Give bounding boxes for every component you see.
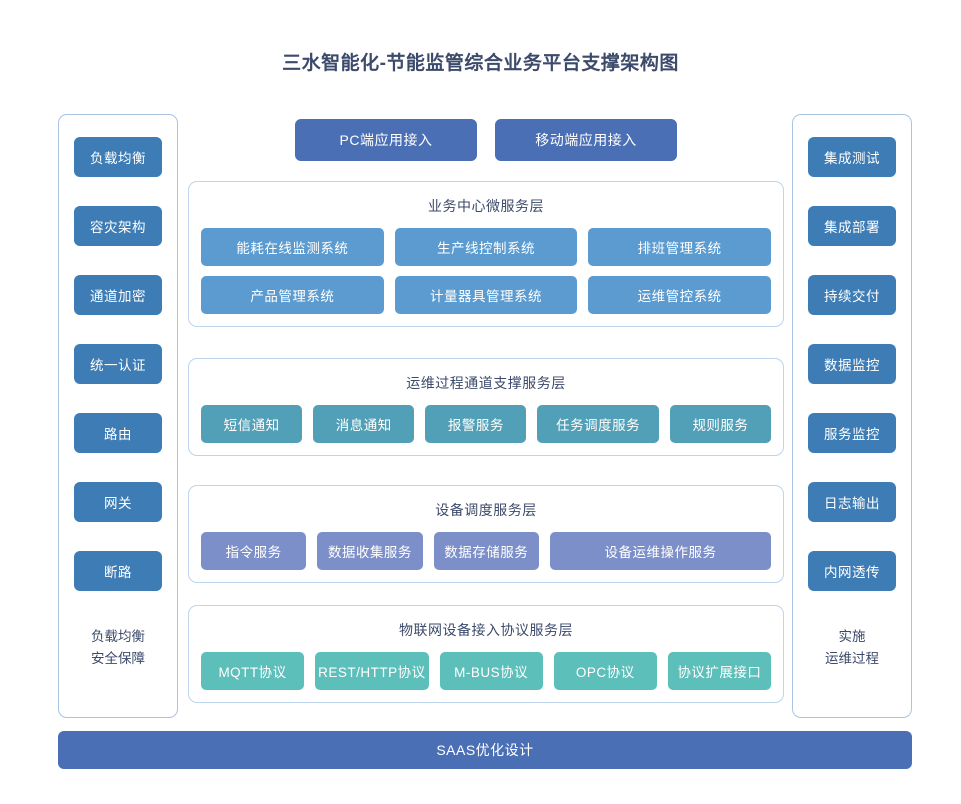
sidebar-item-service-monitoring[interactable]: 服务监控 xyxy=(808,413,896,453)
saas-optimization-bar[interactable]: SAAS优化设计 xyxy=(58,731,912,769)
page-title: 三水智能化-节能监管综合业务平台支撑架构图 xyxy=(282,53,679,74)
protocol-rest-http[interactable]: REST/HTTP协议 xyxy=(315,652,429,690)
sidebar-item-intranet-tunnel[interactable]: 内网透传 xyxy=(808,551,896,591)
sidebar-item-unified-auth[interactable]: 统一认证 xyxy=(74,344,162,384)
device-layer-row-1: 指令服务 数据收集服务 数据存储服务 设备运维操作服务 xyxy=(201,532,772,570)
iot-protocol-layer: 物联网设备接入协议服务层 MQTT协议 REST/HTTP协议 M-BUS协议 … xyxy=(188,605,784,703)
right-sidebar-footer-line1: 实施 xyxy=(838,629,866,644)
right-sidebar-panel: 集成测试 集成部署 持续交付 数据监控 服务监控 日志输出 内网透传 实施 运维… xyxy=(792,114,912,718)
right-sidebar-footer: 实施 运维过程 xyxy=(825,626,879,670)
left-sidebar-footer-line1: 负载均衡 xyxy=(91,629,145,644)
service-command[interactable]: 指令服务 xyxy=(201,532,307,570)
sidebar-item-circuit-breaker[interactable]: 断路 xyxy=(74,551,162,591)
left-sidebar-footer-line2: 安全保障 xyxy=(91,651,145,666)
access-button-row: PC端应用接入 移动端应用接入 xyxy=(188,119,784,161)
sidebar-item-log-output[interactable]: 日志输出 xyxy=(808,482,896,522)
service-rules[interactable]: 规则服务 xyxy=(669,405,772,443)
service-data-collection[interactable]: 数据收集服务 xyxy=(317,532,423,570)
device-layer-title: 设备调度服务层 xyxy=(435,502,537,518)
business-layer-row-2: 产品管理系统 计量器具管理系统 运维管控系统 xyxy=(201,276,772,314)
left-sidebar-footer: 负载均衡 安全保障 xyxy=(91,626,145,670)
service-sms-notification[interactable]: 短信通知 xyxy=(201,405,303,443)
service-ops-control[interactable]: 运维管控系统 xyxy=(588,276,772,314)
pc-access-button[interactable]: PC端应用接入 xyxy=(295,119,477,161)
sidebar-item-integration-test[interactable]: 集成测试 xyxy=(808,137,896,177)
sidebar-item-integration-deploy[interactable]: 集成部署 xyxy=(808,206,896,246)
protocol-mqtt[interactable]: MQTT协议 xyxy=(201,652,305,690)
protocol-mbus[interactable]: M-BUS协议 xyxy=(439,652,543,690)
left-sidebar-panel: 负载均衡 容灾架构 通道加密 统一认证 路由 网关 断路 负载均衡 安全保障 xyxy=(58,114,178,718)
sidebar-item-disaster-recovery[interactable]: 容灾架构 xyxy=(74,206,162,246)
sidebar-item-data-monitoring[interactable]: 数据监控 xyxy=(808,344,896,384)
ops-layer-title: 运维过程通道支撑服务层 xyxy=(406,375,566,391)
device-scheduling-layer: 设备调度服务层 指令服务 数据收集服务 数据存储服务 设备运维操作服务 xyxy=(188,485,784,583)
service-device-ops-operation[interactable]: 设备运维操作服务 xyxy=(549,532,772,570)
service-task-scheduling[interactable]: 任务调度服务 xyxy=(537,405,659,443)
service-metering-device-management[interactable]: 计量器具管理系统 xyxy=(394,276,578,314)
sidebar-item-routing[interactable]: 路由 xyxy=(74,413,162,453)
sidebar-item-channel-encryption[interactable]: 通道加密 xyxy=(74,275,162,315)
service-data-storage[interactable]: 数据存储服务 xyxy=(433,532,539,570)
service-shift-management[interactable]: 排班管理系统 xyxy=(588,228,772,266)
sidebar-item-load-balance[interactable]: 负载均衡 xyxy=(74,137,162,177)
ops-layer-row-1: 短信通知 消息通知 报警服务 任务调度服务 规则服务 xyxy=(201,405,772,443)
protocol-extension-interface[interactable]: 协议扩展接口 xyxy=(667,652,772,690)
service-production-line-control[interactable]: 生产线控制系统 xyxy=(394,228,578,266)
business-layer-row-1: 能耗在线监测系统 生产线控制系统 排班管理系统 xyxy=(201,228,772,266)
service-energy-monitoring[interactable]: 能耗在线监测系统 xyxy=(201,228,384,266)
protocol-layer-title: 物联网设备接入协议服务层 xyxy=(399,622,573,638)
service-product-management[interactable]: 产品管理系统 xyxy=(201,276,384,314)
service-alarm[interactable]: 报警服务 xyxy=(425,405,527,443)
mobile-access-button[interactable]: 移动端应用接入 xyxy=(495,119,677,161)
business-layer-title: 业务中心微服务层 xyxy=(428,198,544,214)
business-microservice-layer: 业务中心微服务层 能耗在线监测系统 生产线控制系统 排班管理系统 产品管理系统 … xyxy=(188,181,784,327)
ops-channel-support-layer: 运维过程通道支撑服务层 短信通知 消息通知 报警服务 任务调度服务 规则服务 xyxy=(188,358,784,456)
sidebar-item-continuous-delivery[interactable]: 持续交付 xyxy=(808,275,896,315)
sidebar-item-gateway[interactable]: 网关 xyxy=(74,482,162,522)
protocol-opc[interactable]: OPC协议 xyxy=(553,652,657,690)
service-message-notification[interactable]: 消息通知 xyxy=(313,405,415,443)
right-sidebar-footer-line2: 运维过程 xyxy=(825,651,879,666)
protocol-layer-row-1: MQTT协议 REST/HTTP协议 M-BUS协议 OPC协议 协议扩展接口 xyxy=(201,652,772,690)
